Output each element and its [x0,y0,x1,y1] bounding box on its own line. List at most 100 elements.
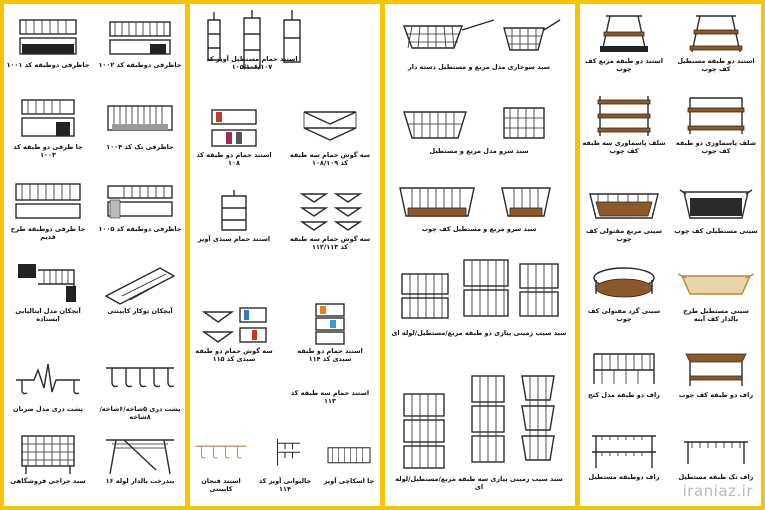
product-card[interactable]: راف دو طبقه کف چوب [672,344,760,399]
basket-icon [394,102,564,146]
basket-icon [8,430,88,476]
door-hook-icon [100,358,180,404]
product-card[interactable]: استند حمام مستطیل آویز کد ۱۰۵/۱۰۶/۱۰۷ [192,8,312,71]
product-card[interactable]: جا ظرفی دوطبقه طرح قدیم [4,178,92,241]
product-card[interactable]: استند حمام سبدی آویز [190,188,278,243]
product-card[interactable]: استند دو طبقه مربع کف چوب [580,10,668,73]
product-card[interactable]: سینی مربع مفتولی کف چوب [580,180,668,243]
product-card[interactable]: سینی مستطیلی کف چوب [672,180,760,235]
corner-shelf-icon [290,188,370,234]
product-card[interactable]: استند حمام دو طبقه سبدی کد ۱۱۴ [286,300,374,363]
dish-rack-icon [8,96,88,142]
product-card[interactable]: جالیوانی آویز کد ۱۱۴ [254,430,316,493]
product-card[interactable]: جاظرفی دوطبقه کد ۱۰۰۵ [96,178,184,233]
catalog-panel-4: استند دو طبقه مستطیل کف چوب استند دو طبق… [580,4,761,506]
basket-icon [394,180,564,224]
product-card[interactable]: جاظرفی تک کد ۱۰۰۴ [96,96,184,151]
product-label: جا ظرفی دوطبقه طرح قدیم [10,225,86,241]
product-card[interactable]: سبد سیب زمینی پیازی دو طبقه مربع/مستطیل/… [389,254,569,337]
product-card[interactable]: جا ظرفی دو طبقه کد ۱۰۰۳ [4,96,92,159]
product-label: سبد حراجی فروشگاهی [10,477,86,485]
product-label: استند حمام دو طبقه کد ۱۰۸ [196,151,272,167]
product-label: آبچکان توکار کابینتی [107,307,173,315]
corner-shelf-icon [194,300,274,346]
product-label: سینی مستطیلی کف چوب [674,227,758,235]
product-label: سینی مربع مفتولی کف چوب [586,227,662,243]
cup-hanger-icon [255,430,315,476]
product-card[interactable]: بندرخت بالدار لوله ۱۶ [96,430,184,485]
product-card[interactable]: راف دوطبقه مستطیل [580,426,668,481]
product-label: استند فنجان کابینتی [201,477,241,493]
product-label: جاظرفی تک کد ۱۰۰۴ [106,143,174,151]
product-label: سبد سرو مربع و مستطیل کف چوب [421,225,537,233]
product-card[interactable]: پشت دری مدل ضربان [4,358,92,413]
product-card[interactable]: سبد سرو مربع و مستطیل کف چوب [389,180,569,233]
product-label: راف دو طبقه کف چوب [678,391,754,399]
product-card[interactable]: سبد سیب زمینی پیازی سه طبقه مربع/مستطیل/… [389,366,569,491]
product-card[interactable]: سبد حراجی فروشگاهی [4,430,92,485]
corner-shelf-icon [290,104,370,150]
shower-caddy-icon [194,188,274,234]
product-label: راف تک طبقه مستطیل [678,473,754,481]
shelf-icon [584,10,664,56]
product-label: سه گوش حمام سه طبقه کد ۱۰۸/۱۰۹ [289,151,371,167]
product-card[interactable]: استند حمام دو طبقه کد ۱۰۸ [190,104,278,167]
product-card[interactable]: استند دو طبقه مستطیل کف چوب [672,10,760,73]
product-label: سه گوش حمام سه طبقه کد ۱۱۲/۱۱۳ [289,235,371,251]
product-card[interactable]: جاظرفی دوطبقه کد ۱۰۰۲ [96,14,184,69]
product-card[interactable]: پشت دری ۵شاخه/۶شاخه/۸شاخه [96,358,184,421]
watermark: iraniaz.ir [682,482,753,500]
catalog-panel-1: جاظرفی دوطبقه کد ۱۰۰۲ جاظرفی دوطبقه کد ۱… [4,4,185,506]
product-label: راف دوطبقه مستطیل [588,473,660,481]
product-label: استند حمام سه طبقه کد ۱۱۳ [290,389,370,405]
product-label: جا ظرفی دو طبقه کد ۱۰۰۳ [13,143,83,159]
rack-icon [584,426,664,472]
drainer-icon [100,260,180,306]
table-icon [676,344,756,390]
product-label: سبد سرو مدل مربع و مستطیل [429,147,529,155]
product-label: استند حمام دو طبقه سبدی کد ۱۱۴ [297,347,363,363]
dish-rack-icon [100,14,180,60]
product-card[interactable]: شلف پاسماوری دو طبقه کف چوب [672,92,760,155]
dish-rack-icon [100,178,180,224]
product-card[interactable]: آبچکان توکار کابینتی [96,260,184,315]
drainer-icon [8,260,88,306]
catalog-panel-2: استند حمام مستطیل آویز کد ۱۰۵/۱۰۶/۱۰۷ اس… [190,4,380,506]
product-card[interactable]: راف دو طبقه مدل کنج [580,344,668,399]
product-card[interactable]: سه گوش حمام دو طبقه سبدی کد ۱۱۵ [190,300,278,363]
tray-icon [584,260,664,306]
product-card[interactable]: سه گوش حمام سه طبقه کد ۱۱۲/۱۱۳ [286,188,374,251]
catalog-panel-3: سبد سوخاری مدل مربع و مستطیل دسته دار سب… [385,4,575,506]
product-card[interactable]: آبچکان مدل ایتالیایی ایستاده [4,260,92,323]
product-card[interactable]: استند فنجان کابینتی [190,430,252,493]
product-label: استند دو طبقه مربع کف چوب [585,57,663,73]
product-card[interactable]: جاظرفی دوطبقه کد ۱۰۰۱ [4,14,92,69]
vegetable-rack-icon [394,254,564,328]
shower-caddy-icon [192,8,312,69]
cup-hanger-icon [191,430,251,476]
product-card[interactable]: جا اسکاچی آویز [318,430,380,485]
product-label: سه گوش حمام دو طبقه سبدی کد ۱۱۵ [195,347,273,363]
product-card[interactable]: راف تک طبقه مستطیل [672,426,760,481]
product-card[interactable]: سینی گرد مفتولی کف چوب [580,260,668,323]
product-label: پشت دری مدل ضربان [13,405,83,413]
product-label: سینی مستطیل طرح بالدار کف آینه [683,307,749,323]
product-label: استند دو طبقه مستطیل کف چوب [677,57,755,73]
shelf-icon [584,92,664,138]
product-card[interactable]: سه گوش حمام سه طبقه کد ۱۰۸/۱۰۹ [286,104,374,167]
product-label: شلف پاسماوری سه طبقه کف چوب [582,139,666,155]
product-card[interactable]: شلف پاسماوری سه طبقه کف چوب [580,92,668,155]
dish-rack-icon [8,14,88,60]
product-card[interactable]: سبد سرو مدل مربع و مستطیل [389,102,569,155]
fry-basket-icon [394,18,564,62]
product-label: جالیوانی آویز کد ۱۱۴ [258,477,312,493]
product-card[interactable]: سینی مستطیل طرح بالدار کف آینه [672,260,760,323]
product-label: جاظرفی دوطبقه کد ۱۰۰۱ [6,61,90,69]
product-label: سبد سیب زمینی پیازی سه طبقه مربع/مستطیل/… [395,475,563,491]
shelf-icon [676,10,756,56]
product-label: سبد سوخاری مدل مربع و مستطیل دسته دار [407,63,551,71]
product-card[interactable]: استند حمام سه طبقه کد ۱۱۳ [286,388,374,405]
product-label: استند حمام مستطیل آویز کد ۱۰۵/۱۰۶/۱۰۷ [206,55,298,71]
product-label: سبد سیب زمینی پیازی دو طبقه مربع/مستطیل/… [391,329,567,337]
product-card[interactable]: سبد سوخاری مدل مربع و مستطیل دسته دار [389,18,569,71]
